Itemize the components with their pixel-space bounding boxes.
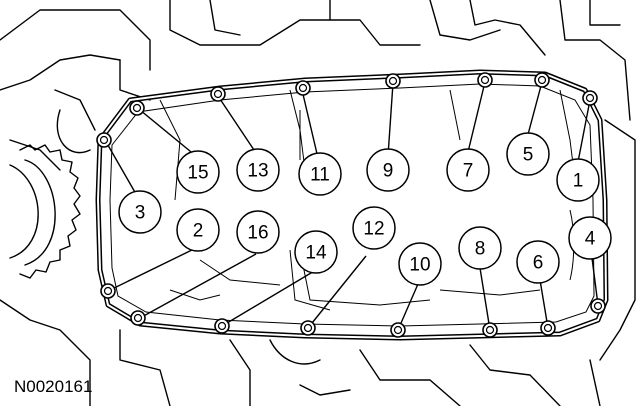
bolt-head-center xyxy=(393,325,403,335)
callout-3: 3 xyxy=(118,190,162,234)
callout-circle xyxy=(176,150,220,194)
leader-lines xyxy=(104,81,599,331)
bolt-head-center xyxy=(593,301,603,311)
callout-circle xyxy=(236,210,280,254)
callout-number: 8 xyxy=(475,239,486,260)
callout-number: 2 xyxy=(193,221,204,242)
callout-circle xyxy=(458,226,502,270)
callout-circle xyxy=(118,190,162,234)
callout-circle xyxy=(298,152,342,196)
callout-1: 1 xyxy=(556,158,600,202)
bolt-head-center xyxy=(132,103,142,113)
callout-number: 9 xyxy=(383,161,394,182)
timing-gear xyxy=(9,144,81,279)
callout-number: 14 xyxy=(305,243,327,264)
callout-circle xyxy=(176,208,220,252)
callout-number: 13 xyxy=(247,161,268,182)
callout-number: 1 xyxy=(573,171,584,192)
callout-10: 10 xyxy=(398,242,442,286)
bolt-head-center xyxy=(213,89,223,99)
callout-number: 15 xyxy=(187,163,208,184)
bolt-head-center xyxy=(217,321,227,331)
callout-number: 5 xyxy=(523,145,534,166)
callout-11: 11 xyxy=(298,152,342,196)
callout-circle xyxy=(398,242,442,286)
callout-number: 7 xyxy=(463,161,474,182)
callout-number: 12 xyxy=(363,219,384,240)
callout-number: 10 xyxy=(409,255,430,276)
callout-circle xyxy=(556,158,600,202)
callout-number: 11 xyxy=(310,165,330,186)
bolt-head-center xyxy=(298,83,308,93)
oil-pan-gasket xyxy=(95,69,609,341)
callout-4: 4 xyxy=(568,216,612,260)
callout-15: 15 xyxy=(176,150,220,194)
callout-circle xyxy=(446,148,490,192)
callout-circle xyxy=(506,132,550,176)
callout-12: 12 xyxy=(352,206,396,250)
callout-number: 3 xyxy=(135,203,146,224)
callout-number: 6 xyxy=(533,253,544,274)
callout-circle xyxy=(568,216,612,260)
callout-circle xyxy=(366,148,410,192)
callout-9: 9 xyxy=(366,148,410,192)
bolt-head-center xyxy=(585,93,595,103)
callout-16: 16 xyxy=(236,210,280,254)
callout-circle xyxy=(516,240,560,284)
bolt-head-center xyxy=(303,323,313,333)
callout-number: 16 xyxy=(247,223,268,244)
bolt-head-center xyxy=(388,76,398,86)
callout-6: 6 xyxy=(516,240,560,284)
callout-number: 4 xyxy=(585,229,596,250)
callout-13: 13 xyxy=(236,148,280,192)
bolt-head-center xyxy=(103,286,113,296)
callout-5: 5 xyxy=(506,132,550,176)
figure-id: N0020161 xyxy=(14,377,93,396)
bolt-head-center xyxy=(537,75,547,85)
callout-circle xyxy=(352,206,396,250)
callout-7: 7 xyxy=(446,148,490,192)
bolt-head-center xyxy=(480,75,490,85)
bolt-locations xyxy=(96,72,606,338)
callout-2: 2 xyxy=(176,208,220,252)
callout-circle xyxy=(236,148,280,192)
bolt-head-center xyxy=(133,313,143,323)
callout-8: 8 xyxy=(458,226,502,270)
callout-circle xyxy=(294,230,338,274)
bolt-head-center xyxy=(543,323,553,333)
bolt-head-center xyxy=(99,135,109,145)
bolt-head-center xyxy=(485,325,495,335)
callout-14: 14 xyxy=(294,230,338,274)
